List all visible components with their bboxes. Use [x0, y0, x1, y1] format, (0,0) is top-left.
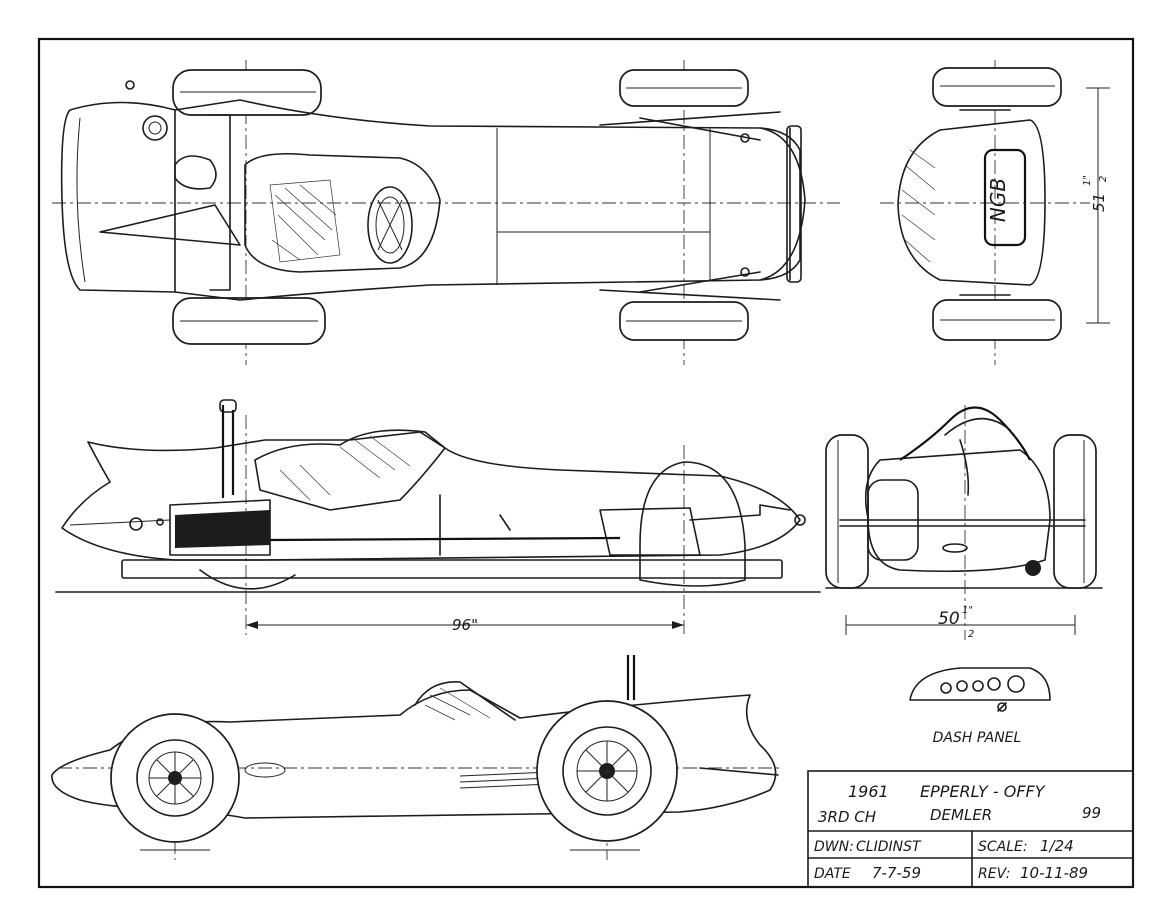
track-width-dimension: 50 — [938, 609, 960, 629]
number-plate: NGB — [986, 178, 1010, 222]
date-value: 7-7-59 — [872, 864, 921, 882]
side-view-bottom — [51, 655, 780, 860]
dash-panel: DASH PANEL — [909, 667, 1051, 746]
dash-panel-label: DASH PANEL — [933, 730, 1022, 746]
overall-width-fraction-den: 2 — [1098, 176, 1109, 182]
rev-value: 10-11-89 — [1020, 864, 1088, 882]
date-label: DATE — [814, 866, 851, 882]
overall-width-dimension: 51 — [1090, 193, 1108, 212]
drawn-label: DWN: — [814, 839, 854, 855]
scale-label: SCALE: — [978, 839, 1028, 855]
title-driver: DEMLER — [930, 806, 992, 824]
plan-view — [52, 60, 840, 365]
side-view-middle: 96" — [55, 399, 821, 635]
title-number: 99 — [1082, 804, 1101, 822]
title-finish: 3RD CH — [818, 808, 876, 826]
title-year: 1961 — [848, 782, 889, 801]
wheelbase-dimension: 96" — [452, 616, 478, 634]
title-block: 1961 EPPERLY - OFFY 3RD CH DEMLER 99 DWN… — [807, 770, 1134, 888]
overall-width-fraction-num: 1" — [1082, 175, 1093, 186]
track-width-fraction-den: 2 — [968, 629, 974, 640]
rev-label: REV: — [978, 866, 1011, 882]
drawing-border — [37, 37, 1135, 889]
rear-view: 50 1" 2 — [825, 405, 1103, 640]
title-car: EPPERLY - OFFY — [920, 782, 1046, 801]
drawn-value: CLIDINST — [856, 839, 922, 855]
track-width-fraction-num: 1" — [962, 605, 973, 616]
front-view-top: NGB 51 1" 2 — [880, 60, 1110, 365]
scale-value: 1/24 — [1040, 837, 1074, 855]
